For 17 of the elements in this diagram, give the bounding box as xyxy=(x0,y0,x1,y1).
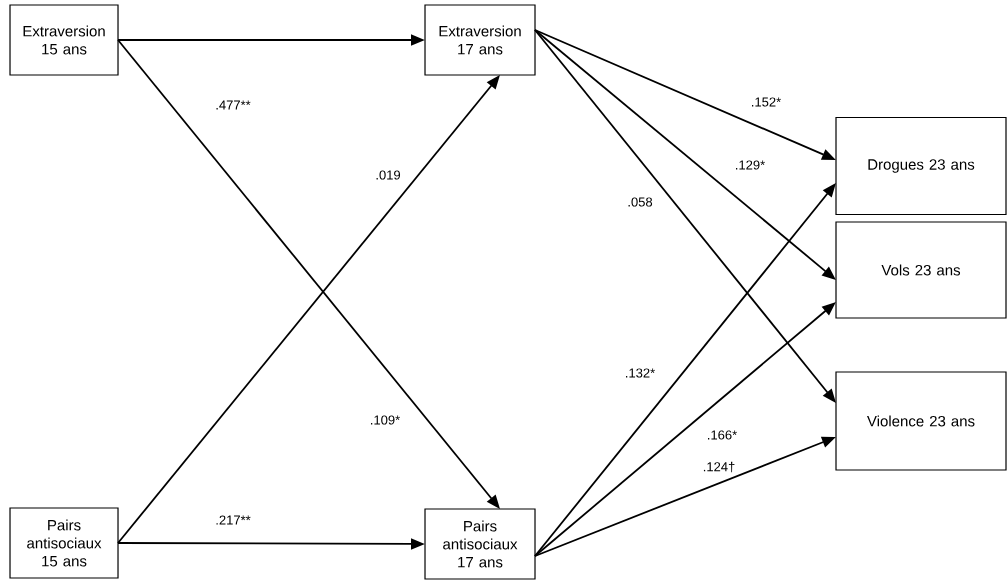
edge-label: .152* xyxy=(749,96,783,108)
edge-label: .129* xyxy=(733,159,767,171)
edge-label: .166* xyxy=(705,429,739,441)
edge-label: .124† xyxy=(701,460,737,474)
variable-box: Drogues 23 ans xyxy=(835,116,1007,216)
edge-label: .109* xyxy=(368,414,402,426)
edge-label: .217** xyxy=(214,514,252,526)
variable-box: Vols 23 ans xyxy=(835,221,1007,319)
variable-box: Pairs antisociaux 15 ans xyxy=(9,507,119,579)
edge-label: .132* xyxy=(623,367,657,379)
variable-box: Pairs antisociaux 17 ans xyxy=(424,508,536,580)
variable-box: Violence 23 ans xyxy=(835,371,1007,471)
edge-label: .477** xyxy=(214,99,252,111)
variable-box: Extraversion 15 ans xyxy=(9,4,119,76)
edge-label: .058 xyxy=(626,196,654,208)
variable-box: Extraversion 17 ans xyxy=(424,4,536,76)
edge-label: .019 xyxy=(374,169,402,181)
